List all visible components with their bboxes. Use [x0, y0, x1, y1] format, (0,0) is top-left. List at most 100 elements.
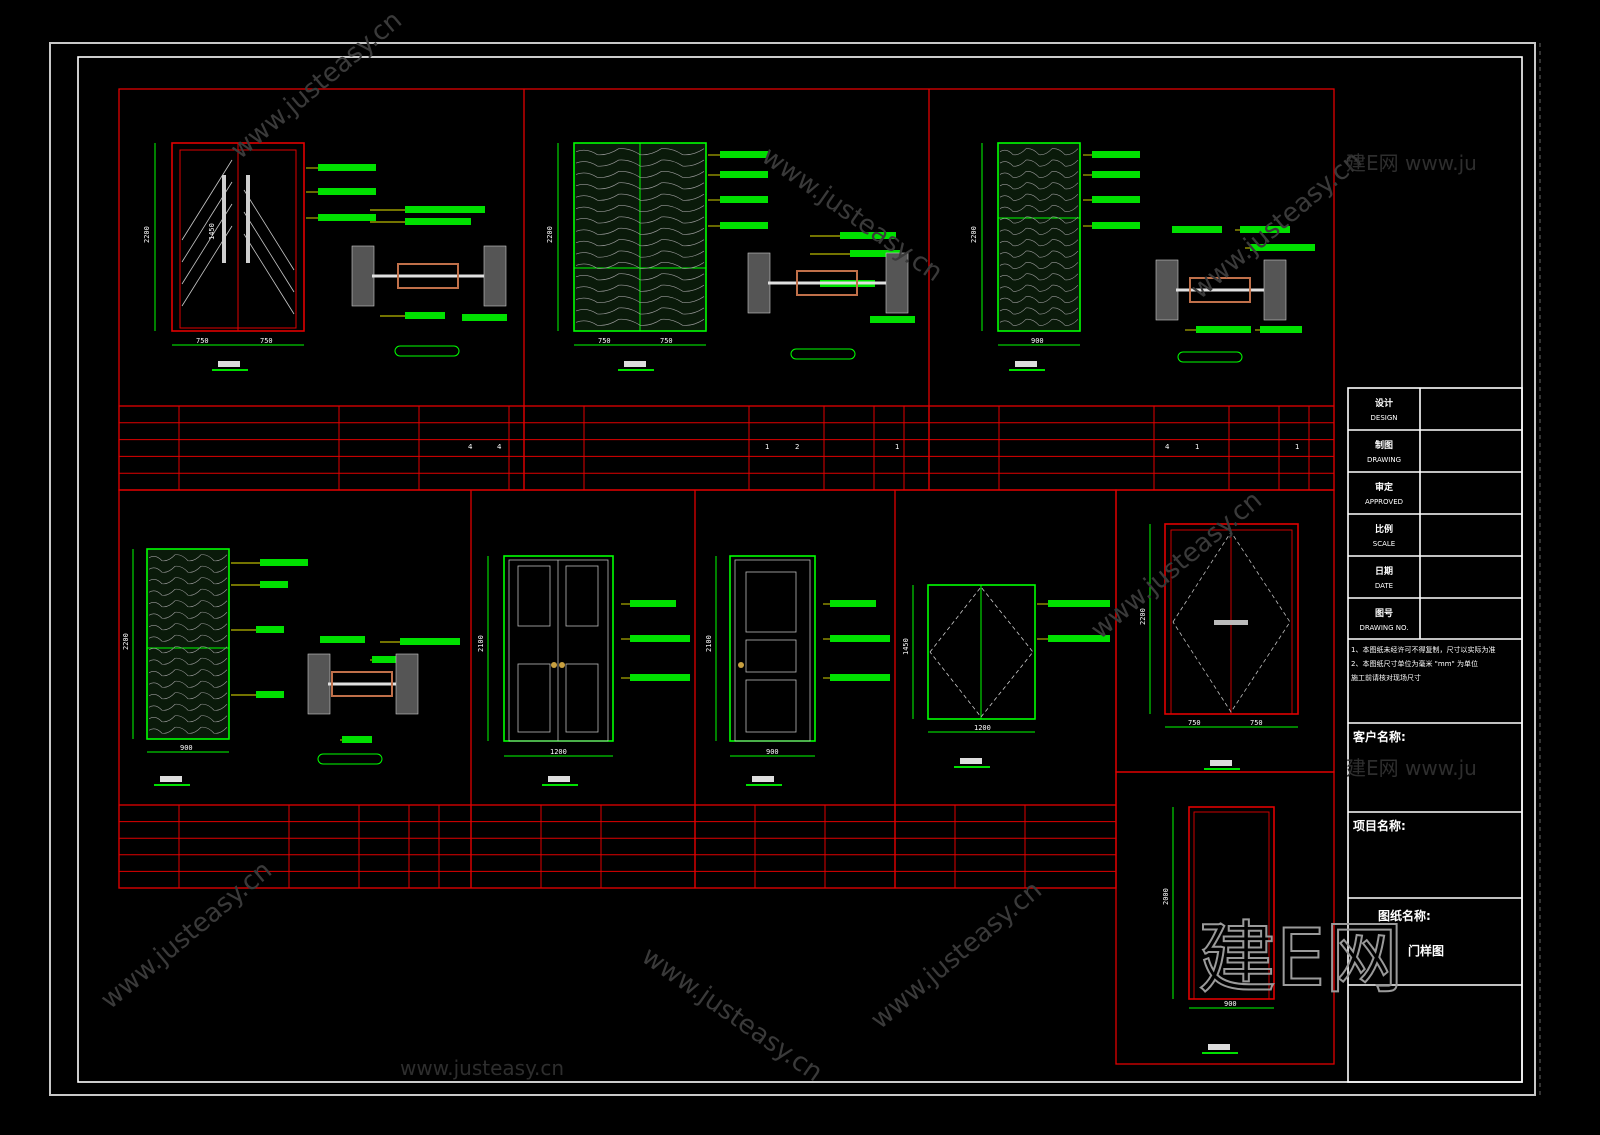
material-label — [830, 635, 890, 642]
dim-width: 750 — [1250, 719, 1263, 727]
door-elevation-swing-double: 1450 1200 — [902, 584, 1036, 733]
material-label — [256, 626, 284, 633]
material-label — [1092, 171, 1140, 178]
tb-drawing-no-label: 图号 — [1375, 608, 1393, 619]
wood-grain-line — [575, 296, 705, 303]
door-elevation-panel-single: 2100 900 — [705, 555, 816, 757]
material-label — [1260, 326, 1302, 333]
dim-width: 750 — [660, 337, 673, 345]
wood-grain-line — [148, 565, 228, 573]
view-title-underline — [212, 369, 248, 371]
material-label — [1196, 326, 1251, 333]
tb-scale-label: 比例 — [1375, 523, 1393, 535]
view-title-underline — [1204, 768, 1240, 770]
wood-grain-line — [148, 634, 228, 642]
tb-design-en: DESIGN — [1371, 414, 1398, 422]
view-title-tag — [1015, 361, 1037, 367]
wood-grain-line — [148, 703, 228, 711]
material-label — [405, 218, 471, 225]
wood-grain-line — [575, 171, 705, 178]
wood-grain-line — [999, 262, 1079, 269]
material-label — [405, 206, 485, 213]
dim-width: 900 — [766, 748, 779, 756]
wall-section — [483, 245, 507, 307]
tb-date-label: 日期 — [1375, 565, 1393, 577]
door-elevation-wood-single: 2200 900 — [970, 142, 1081, 346]
tb-note-3: 施工前请核对现场尺寸 — [1351, 673, 1421, 682]
view-title-underline — [746, 784, 782, 786]
material-label — [260, 559, 308, 566]
dim-height: 1450 — [208, 223, 216, 240]
tb-drawing-name-label: 图纸名称: — [1378, 908, 1431, 923]
wood-grain-line — [148, 692, 228, 700]
material-label — [1092, 222, 1140, 229]
title-block: 设计 DESIGN 制图 DRAWING 审定 APPROVED 比例 SCAL… — [1347, 387, 1523, 1083]
wood-grain-line — [999, 216, 1079, 224]
dim-height: 2100 — [477, 635, 485, 652]
door-elevation-wood-single-2: 2200 900 — [122, 548, 230, 753]
door-elevation-wood-double: 2200 750 750 — [546, 142, 707, 346]
view-title-tag — [1210, 760, 1232, 766]
wood-grain-line — [575, 193, 705, 201]
view-title-tag — [752, 776, 774, 782]
table-cell-text: 1 — [1195, 443, 1199, 451]
tb-drawing-name: 门样图 — [1408, 943, 1444, 958]
view-title-tag — [960, 758, 982, 764]
dim-width: 750 — [260, 337, 273, 345]
dim-width: 900 — [1031, 337, 1044, 345]
section-title-tag — [1177, 351, 1243, 363]
section-title-tag — [790, 348, 856, 360]
view-title-tag — [218, 361, 240, 367]
wood-grain-line — [148, 657, 228, 665]
material-label — [1240, 226, 1290, 233]
bottom-spec-tables — [118, 804, 1117, 889]
wood-grain-line — [148, 600, 228, 608]
table-cell-text: 4 — [497, 443, 502, 451]
tb-drawing-no-en: DRAWING NO. — [1360, 624, 1409, 632]
section-title-tag — [394, 345, 460, 357]
wood-grain-line — [999, 273, 1079, 281]
wood-grain-line — [575, 216, 705, 224]
material-label — [830, 674, 890, 681]
table-cell-text: 4 — [1165, 443, 1170, 451]
view-title-underline — [1009, 369, 1045, 371]
tb-client-label: 客户名称: — [1352, 729, 1406, 744]
spec-table — [894, 804, 1117, 889]
material-label — [256, 691, 284, 698]
material-label — [1048, 600, 1110, 607]
view-title-tag — [548, 776, 570, 782]
wood-grain-line — [999, 318, 1079, 326]
wood-grain-line — [148, 588, 228, 596]
table-cell-text: 1 — [765, 443, 769, 451]
material-label — [720, 196, 768, 203]
tb-approved-label: 审定 — [1375, 481, 1394, 493]
dim-height: 2200 — [970, 226, 978, 243]
wood-grain-line — [999, 296, 1079, 303]
wood-grain-line — [999, 307, 1079, 315]
view-title-underline — [1202, 1052, 1238, 1054]
material-label — [870, 316, 915, 323]
material-label — [318, 188, 376, 195]
dim-height: 1450 — [902, 638, 910, 655]
view-title-tag — [624, 361, 646, 367]
wall-section — [747, 252, 771, 314]
wood-grain-line — [999, 239, 1079, 247]
wood-grain-line — [575, 205, 705, 212]
material-label — [400, 638, 460, 645]
view-title-tag — [160, 776, 182, 782]
tb-drawing-en: DRAWING — [1367, 456, 1401, 464]
wood-grain-line — [999, 148, 1079, 156]
material-label — [462, 314, 507, 321]
material-label — [318, 164, 376, 171]
material-label — [260, 581, 288, 588]
wood-grain-line — [148, 726, 228, 734]
table-cell-text: 1 — [1295, 443, 1299, 451]
material-label — [630, 600, 676, 607]
frame-section — [1189, 277, 1251, 303]
material-label — [630, 635, 690, 642]
material-label — [720, 222, 768, 229]
view-title-underline — [954, 766, 990, 768]
material-label — [1092, 151, 1140, 158]
material-label — [405, 312, 445, 319]
wood-grain-line — [999, 193, 1079, 201]
